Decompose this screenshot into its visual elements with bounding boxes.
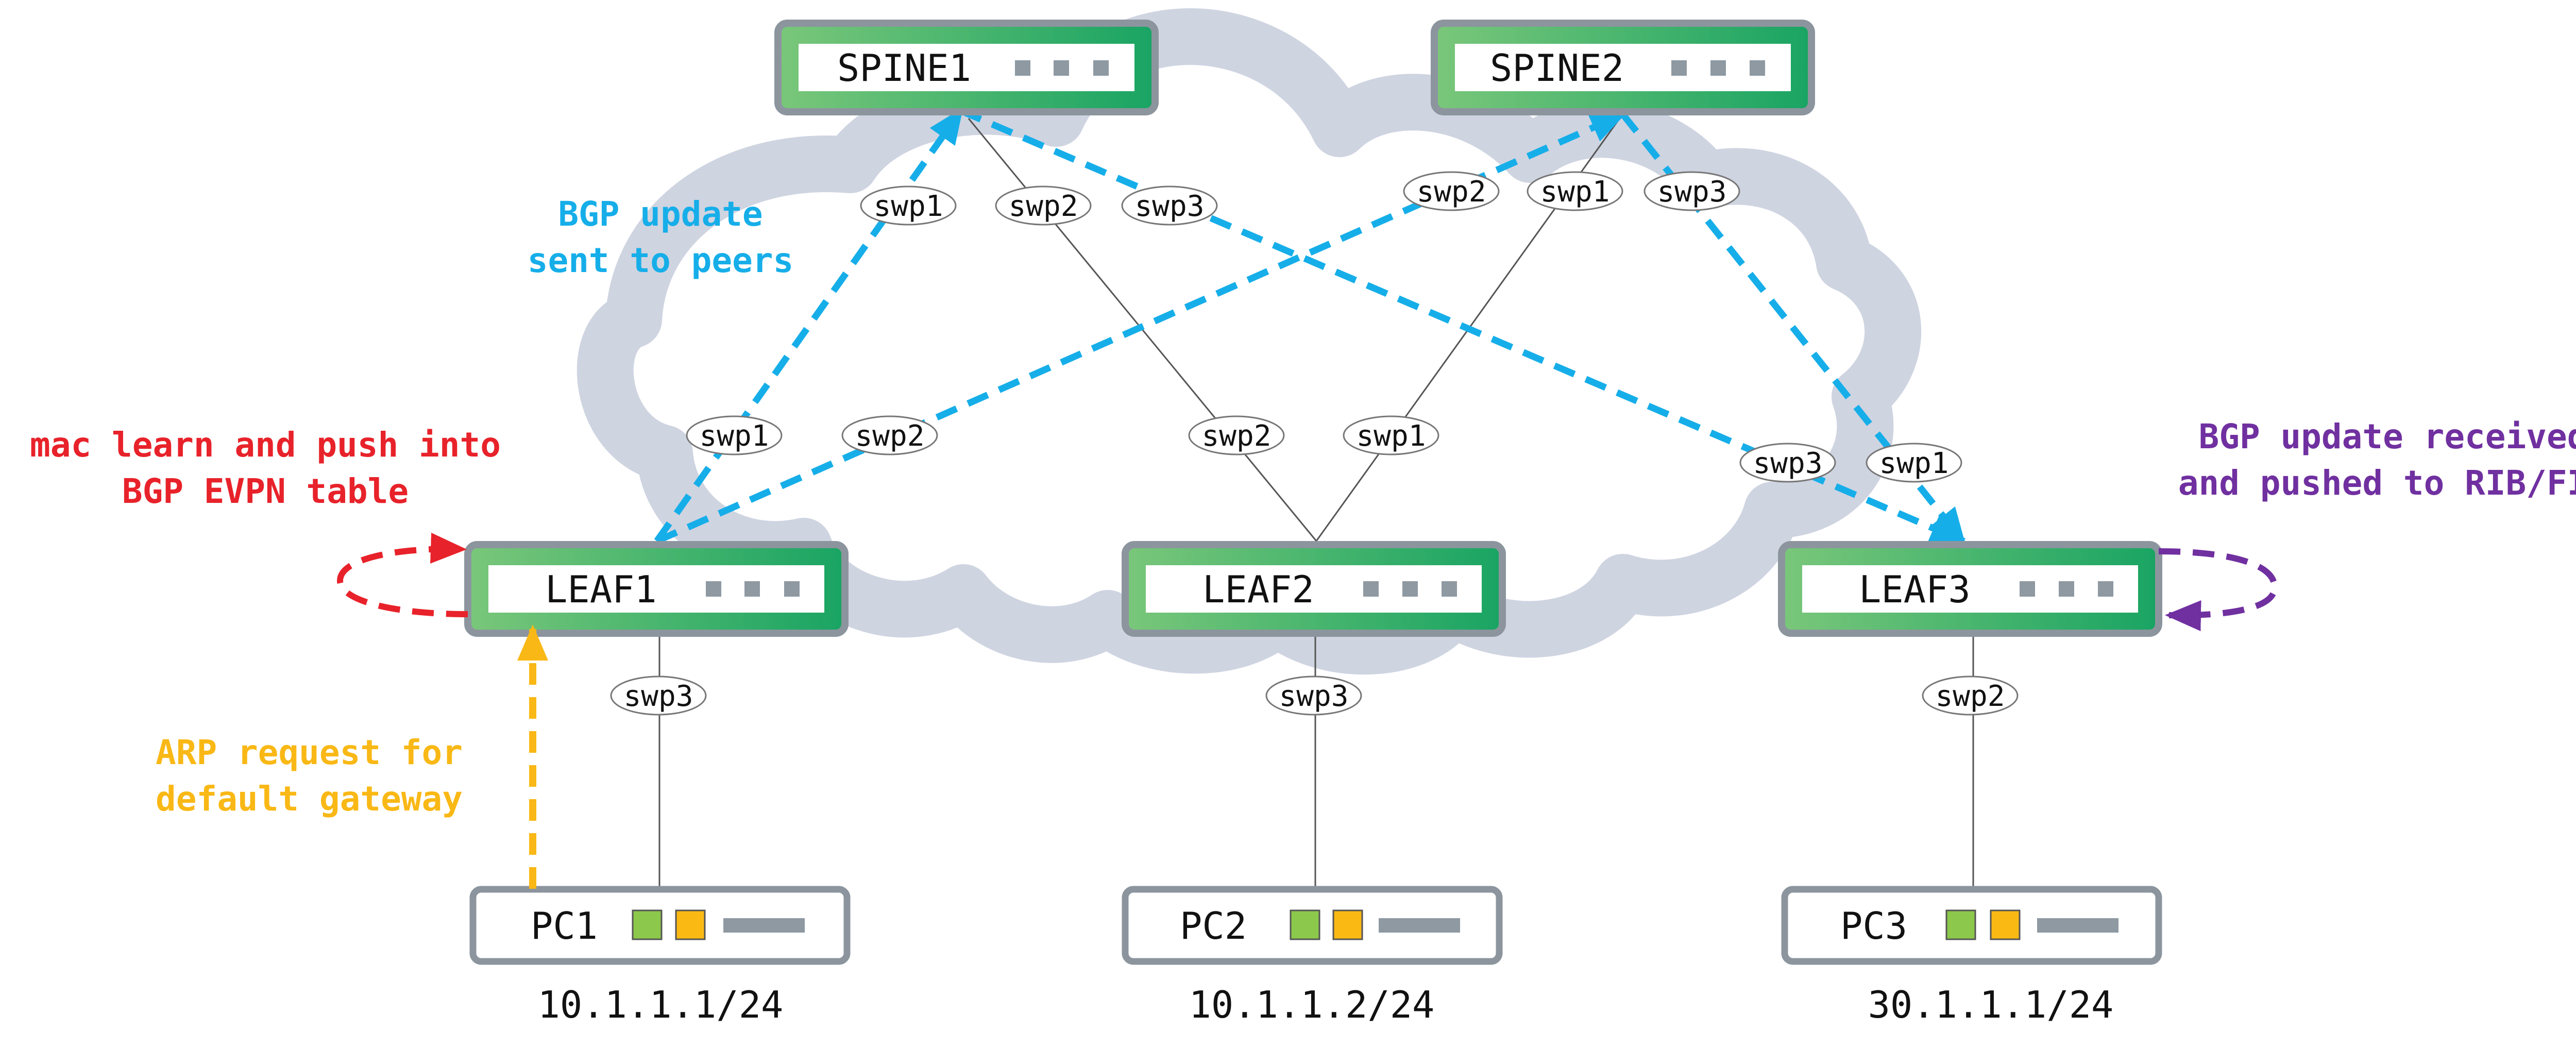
port-leaf1-swp3: swp3 [610, 675, 707, 716]
port-leaf2-swp1: swp1 [1343, 415, 1439, 455]
pc1-host: PC1 [469, 886, 851, 965]
port-indicator [1093, 60, 1109, 76]
cloud-background [577, 8, 1922, 675]
port-indicator [2020, 581, 2035, 597]
port-indicator [1363, 581, 1379, 597]
leaf3-label: LEAF3 [1859, 568, 1971, 611]
spine2-switch: SPINE2 [1431, 20, 1815, 115]
port-indicator [1402, 581, 1418, 597]
port-indicator [2098, 581, 2113, 597]
annotation-bgp-received: BGP update received and pushed to RIB/FI… [2178, 417, 2576, 503]
port-indicator [2059, 581, 2074, 597]
pc3-ip: 30.1.1.1/24 [1868, 983, 2114, 1026]
pc3-host: PC3 [1781, 886, 2162, 965]
port-indicator [1054, 60, 1069, 76]
spine1-label: SPINE1 [837, 46, 971, 90]
port-leaf3-swp2: swp2 [1922, 675, 2019, 716]
svg-text:BGP EVPN table: BGP EVPN table [122, 471, 409, 511]
annotation-mac-learn: mac learn and push into BGP EVPN table [30, 425, 501, 511]
status-light-yellow [1990, 909, 2021, 940]
svg-text:swp1: swp1 [1357, 419, 1426, 453]
arrow-spine1-to-leaf3 [959, 108, 1967, 544]
svg-text:BGP update received: BGP update received [2199, 417, 2576, 457]
port-indicator [1671, 60, 1687, 76]
drive-slot [723, 918, 805, 933]
svg-text:swp3: swp3 [624, 680, 693, 713]
status-light-green [1290, 909, 1320, 940]
svg-text:BGP update: BGP update [558, 194, 762, 234]
svg-text:swp3: swp3 [1657, 175, 1727, 209]
status-light-green [632, 909, 663, 940]
status-light-green [1945, 909, 1976, 940]
pc2-ip: 10.1.1.2/24 [1189, 983, 1435, 1026]
pc1-label: PC1 [531, 904, 598, 948]
status-light-yellow [1332, 909, 1363, 940]
leaf3-switch: LEAF3 [1778, 541, 2162, 637]
port-leaf2-swp3: swp3 [1265, 675, 1362, 716]
pc3-label: PC3 [1840, 904, 1907, 948]
port-indicator [1710, 60, 1726, 76]
port-spine2-swp1: swp1 [1527, 171, 1623, 211]
svg-text:swp3: swp3 [1753, 447, 1823, 480]
port-spine2-swp3: swp3 [1643, 171, 1740, 211]
drive-slot [1379, 918, 1460, 933]
port-indicator [1750, 60, 1765, 76]
arrow-leaf1-to-spine1 [654, 107, 964, 543]
svg-text:mac learn and push into: mac learn and push into [30, 425, 501, 465]
svg-text:swp2: swp2 [1936, 680, 2005, 713]
bgp-received-loop-arrow [2158, 548, 2278, 632]
leaf1-switch: LEAF1 [464, 541, 849, 637]
spine1-switch: SPINE1 [774, 20, 1159, 115]
svg-text:swp1: swp1 [1879, 447, 1949, 480]
svg-text:default gateway: default gateway [156, 779, 463, 819]
svg-text:ARP request for: ARP request for [156, 733, 463, 772]
annotation-arp-request: ARP request for default gateway [156, 733, 463, 819]
port-leaf3-swp1: swp1 [1866, 443, 1962, 483]
svg-text:swp1: swp1 [1540, 175, 1610, 209]
drive-slot [2037, 918, 2119, 933]
port-indicator [706, 581, 721, 597]
pc2-host: PC2 [1122, 886, 1503, 965]
svg-text:swp3: swp3 [1279, 680, 1349, 713]
port-leaf2-swp2: swp2 [1188, 415, 1285, 455]
leaf1-label: LEAF1 [545, 568, 657, 611]
svg-text:swp1: swp1 [874, 190, 943, 223]
port-indicator [784, 581, 800, 597]
port-leaf1-swp2: swp2 [841, 415, 938, 455]
annotation-bgp-sent: BGP update sent to peers [528, 194, 794, 280]
spine2-label: SPINE2 [1490, 46, 1624, 90]
svg-text:swp3: swp3 [1135, 190, 1205, 223]
mac-learn-loop-arrow [336, 532, 468, 617]
port-leaf3-swp3: swp3 [1739, 443, 1836, 483]
pc1-ip: 10.1.1.1/24 [538, 983, 784, 1026]
port-spine1-swp1: swp1 [860, 185, 957, 226]
leaf2-label: LEAF2 [1202, 568, 1314, 611]
svg-text:sent to peers: sent to peers [528, 241, 794, 280]
leaf2-switch: LEAF2 [1122, 541, 1506, 637]
port-leaf1-swp1: swp1 [686, 415, 783, 455]
port-indicator [744, 581, 760, 597]
svg-text:swp2: swp2 [1417, 175, 1486, 209]
svg-text:swp2: swp2 [855, 419, 925, 453]
arrow-leaf1-to-spine2 [655, 111, 1627, 544]
port-spine1-swp3: swp3 [1121, 185, 1218, 226]
port-indicator [1015, 60, 1030, 76]
port-indicator [1442, 581, 1457, 597]
port-labels: swp1 swp2 swp3 swp2 swp1 swp3 swp1 swp2 [610, 171, 2019, 716]
svg-text:swp2: swp2 [1009, 190, 1078, 223]
pc2-label: PC2 [1180, 904, 1247, 948]
port-spine1-swp2: swp2 [995, 185, 1092, 226]
svg-text:swp1: swp1 [700, 419, 769, 453]
svg-text:swp2: swp2 [1202, 419, 1272, 453]
svg-text:and pushed to RIB/FIB: and pushed to RIB/FIB [2178, 463, 2576, 503]
status-light-yellow [675, 909, 706, 940]
port-spine2-swp2: swp2 [1403, 171, 1500, 211]
